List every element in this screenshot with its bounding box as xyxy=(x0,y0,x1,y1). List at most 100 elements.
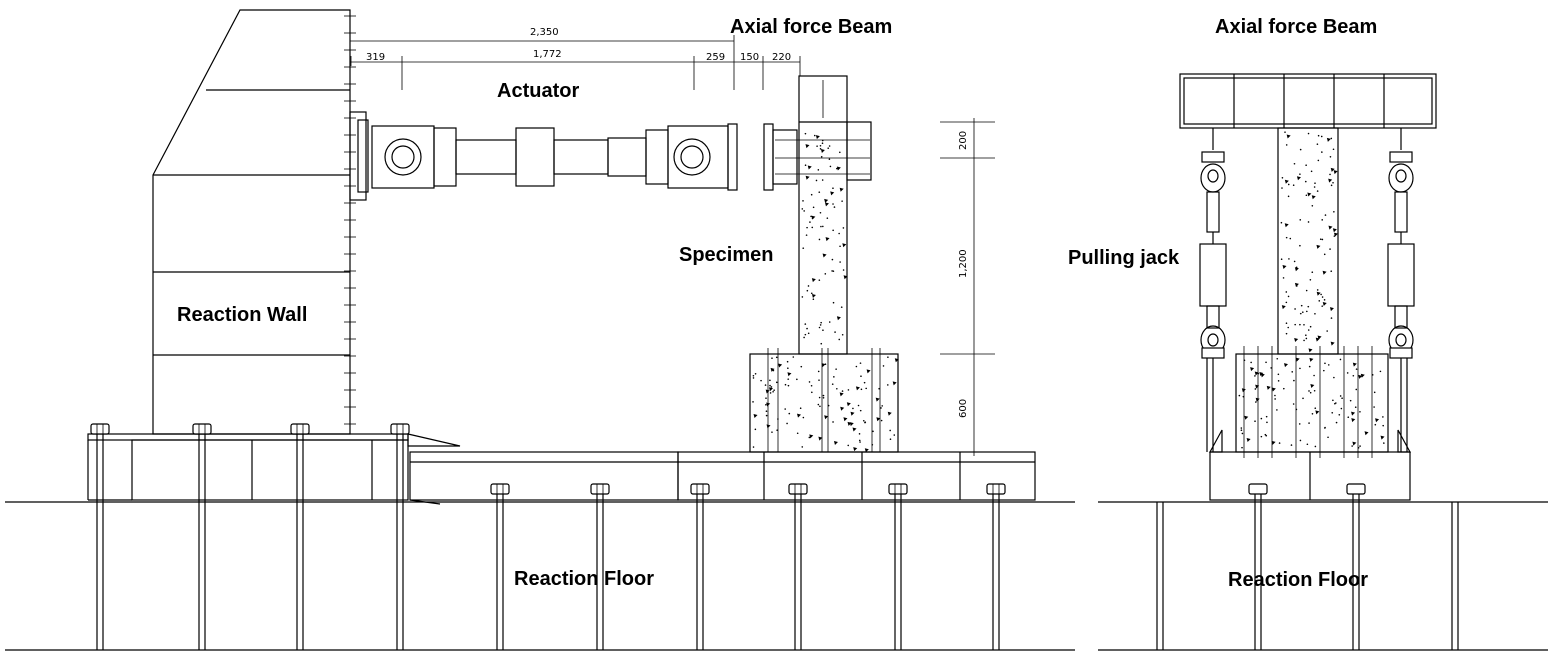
aggregate xyxy=(820,155,823,158)
aggregate xyxy=(1284,223,1289,228)
aggregate xyxy=(1329,248,1331,250)
aggregate xyxy=(811,226,814,229)
aggregate xyxy=(881,405,884,407)
aggregate xyxy=(1324,214,1327,216)
aggregate xyxy=(1374,423,1377,426)
aggregate xyxy=(1333,170,1338,175)
label-pulling-jack: Pulling jack xyxy=(1068,247,1180,269)
aggregate xyxy=(858,433,861,435)
aggregate xyxy=(807,332,810,335)
aggregate xyxy=(817,403,820,406)
aggregate xyxy=(841,200,843,202)
aggregate xyxy=(831,258,834,261)
specimen-column-side xyxy=(1209,127,1411,501)
aggregate xyxy=(834,331,836,333)
anchor-nut xyxy=(590,483,610,495)
jack-body xyxy=(1199,243,1227,307)
aggregate xyxy=(1340,407,1343,410)
aggregate xyxy=(1382,416,1384,418)
aggregate xyxy=(1305,337,1308,340)
aggregate xyxy=(1304,180,1307,183)
aggregate xyxy=(764,384,767,386)
anchor-nut xyxy=(986,483,1006,495)
aggregate xyxy=(865,387,867,390)
aggregate xyxy=(1326,137,1331,142)
jack-shackle-lower-hole xyxy=(1207,333,1219,347)
dim-150: 150 xyxy=(740,52,759,63)
aggregate xyxy=(1299,323,1301,326)
aggregate xyxy=(1330,270,1333,272)
aggregate xyxy=(765,410,768,413)
aggregate xyxy=(1296,176,1301,181)
aggregate xyxy=(1351,418,1356,423)
floor-beam xyxy=(409,451,1036,505)
aggregate xyxy=(1324,362,1326,365)
aggregate xyxy=(1284,131,1286,133)
aggregate xyxy=(776,429,778,432)
aggregate xyxy=(810,384,813,387)
jack-rod-upper xyxy=(1394,191,1408,233)
aggregate xyxy=(821,179,824,181)
label-axial-force-beam-right: Axial force Beam xyxy=(1215,16,1377,38)
aggregate xyxy=(775,381,778,384)
aggregate xyxy=(1292,184,1295,186)
aggregate xyxy=(1308,365,1311,368)
aggregate xyxy=(1307,192,1312,197)
aggregate xyxy=(859,362,862,364)
aggregate xyxy=(805,234,808,236)
jack-shackle xyxy=(1200,163,1226,193)
aggregate xyxy=(1288,258,1290,260)
aggregate xyxy=(857,404,860,407)
aggregate xyxy=(799,407,802,409)
aggregate xyxy=(1330,317,1333,319)
aggregate xyxy=(1240,429,1243,432)
jack-shackle-hole xyxy=(1207,169,1219,183)
aggregate xyxy=(1299,244,1301,247)
aggregate xyxy=(1285,322,1288,325)
aggregate xyxy=(1328,225,1333,230)
aggregate xyxy=(1287,295,1290,298)
aggregate xyxy=(796,378,798,381)
aggregate xyxy=(893,434,896,436)
aggregate xyxy=(838,232,840,235)
aggregate xyxy=(1276,357,1279,360)
aggregate xyxy=(1271,387,1276,392)
aggregate xyxy=(752,374,755,377)
aggregate xyxy=(1359,445,1361,447)
aggregate xyxy=(863,381,866,384)
aggregate xyxy=(839,151,841,154)
gusset xyxy=(1397,429,1412,453)
aggregate xyxy=(855,386,860,391)
aggregate xyxy=(1286,134,1291,139)
aggregate xyxy=(1250,361,1252,364)
aggregate xyxy=(796,413,801,418)
aggregate xyxy=(1314,182,1316,184)
aggregate xyxy=(1334,402,1336,405)
aggregate xyxy=(1294,282,1299,287)
aggregate xyxy=(765,389,770,394)
jack-shackle-lower-hole xyxy=(1395,333,1407,347)
aggregate xyxy=(1293,260,1296,263)
aggregate xyxy=(1265,415,1268,418)
aggregate xyxy=(1287,326,1290,329)
jack-shackle xyxy=(1388,163,1414,193)
anchor-nut xyxy=(90,423,110,435)
aggregate xyxy=(787,378,790,380)
aggregate xyxy=(753,414,758,419)
aggregate xyxy=(1379,370,1382,373)
aggregate xyxy=(752,377,755,379)
aggregate xyxy=(802,200,804,202)
aggregate xyxy=(1242,395,1245,398)
aggregate xyxy=(825,237,830,242)
aggregate xyxy=(1303,324,1305,326)
aggregate xyxy=(858,439,861,442)
aggregate xyxy=(832,421,834,423)
dim-220: 220 xyxy=(772,52,791,63)
aggregate xyxy=(1290,444,1293,446)
aggregate xyxy=(1327,364,1330,366)
aggregate xyxy=(765,414,768,417)
aggregate xyxy=(839,187,844,192)
aggregate xyxy=(866,369,871,374)
aggregate xyxy=(831,383,834,385)
